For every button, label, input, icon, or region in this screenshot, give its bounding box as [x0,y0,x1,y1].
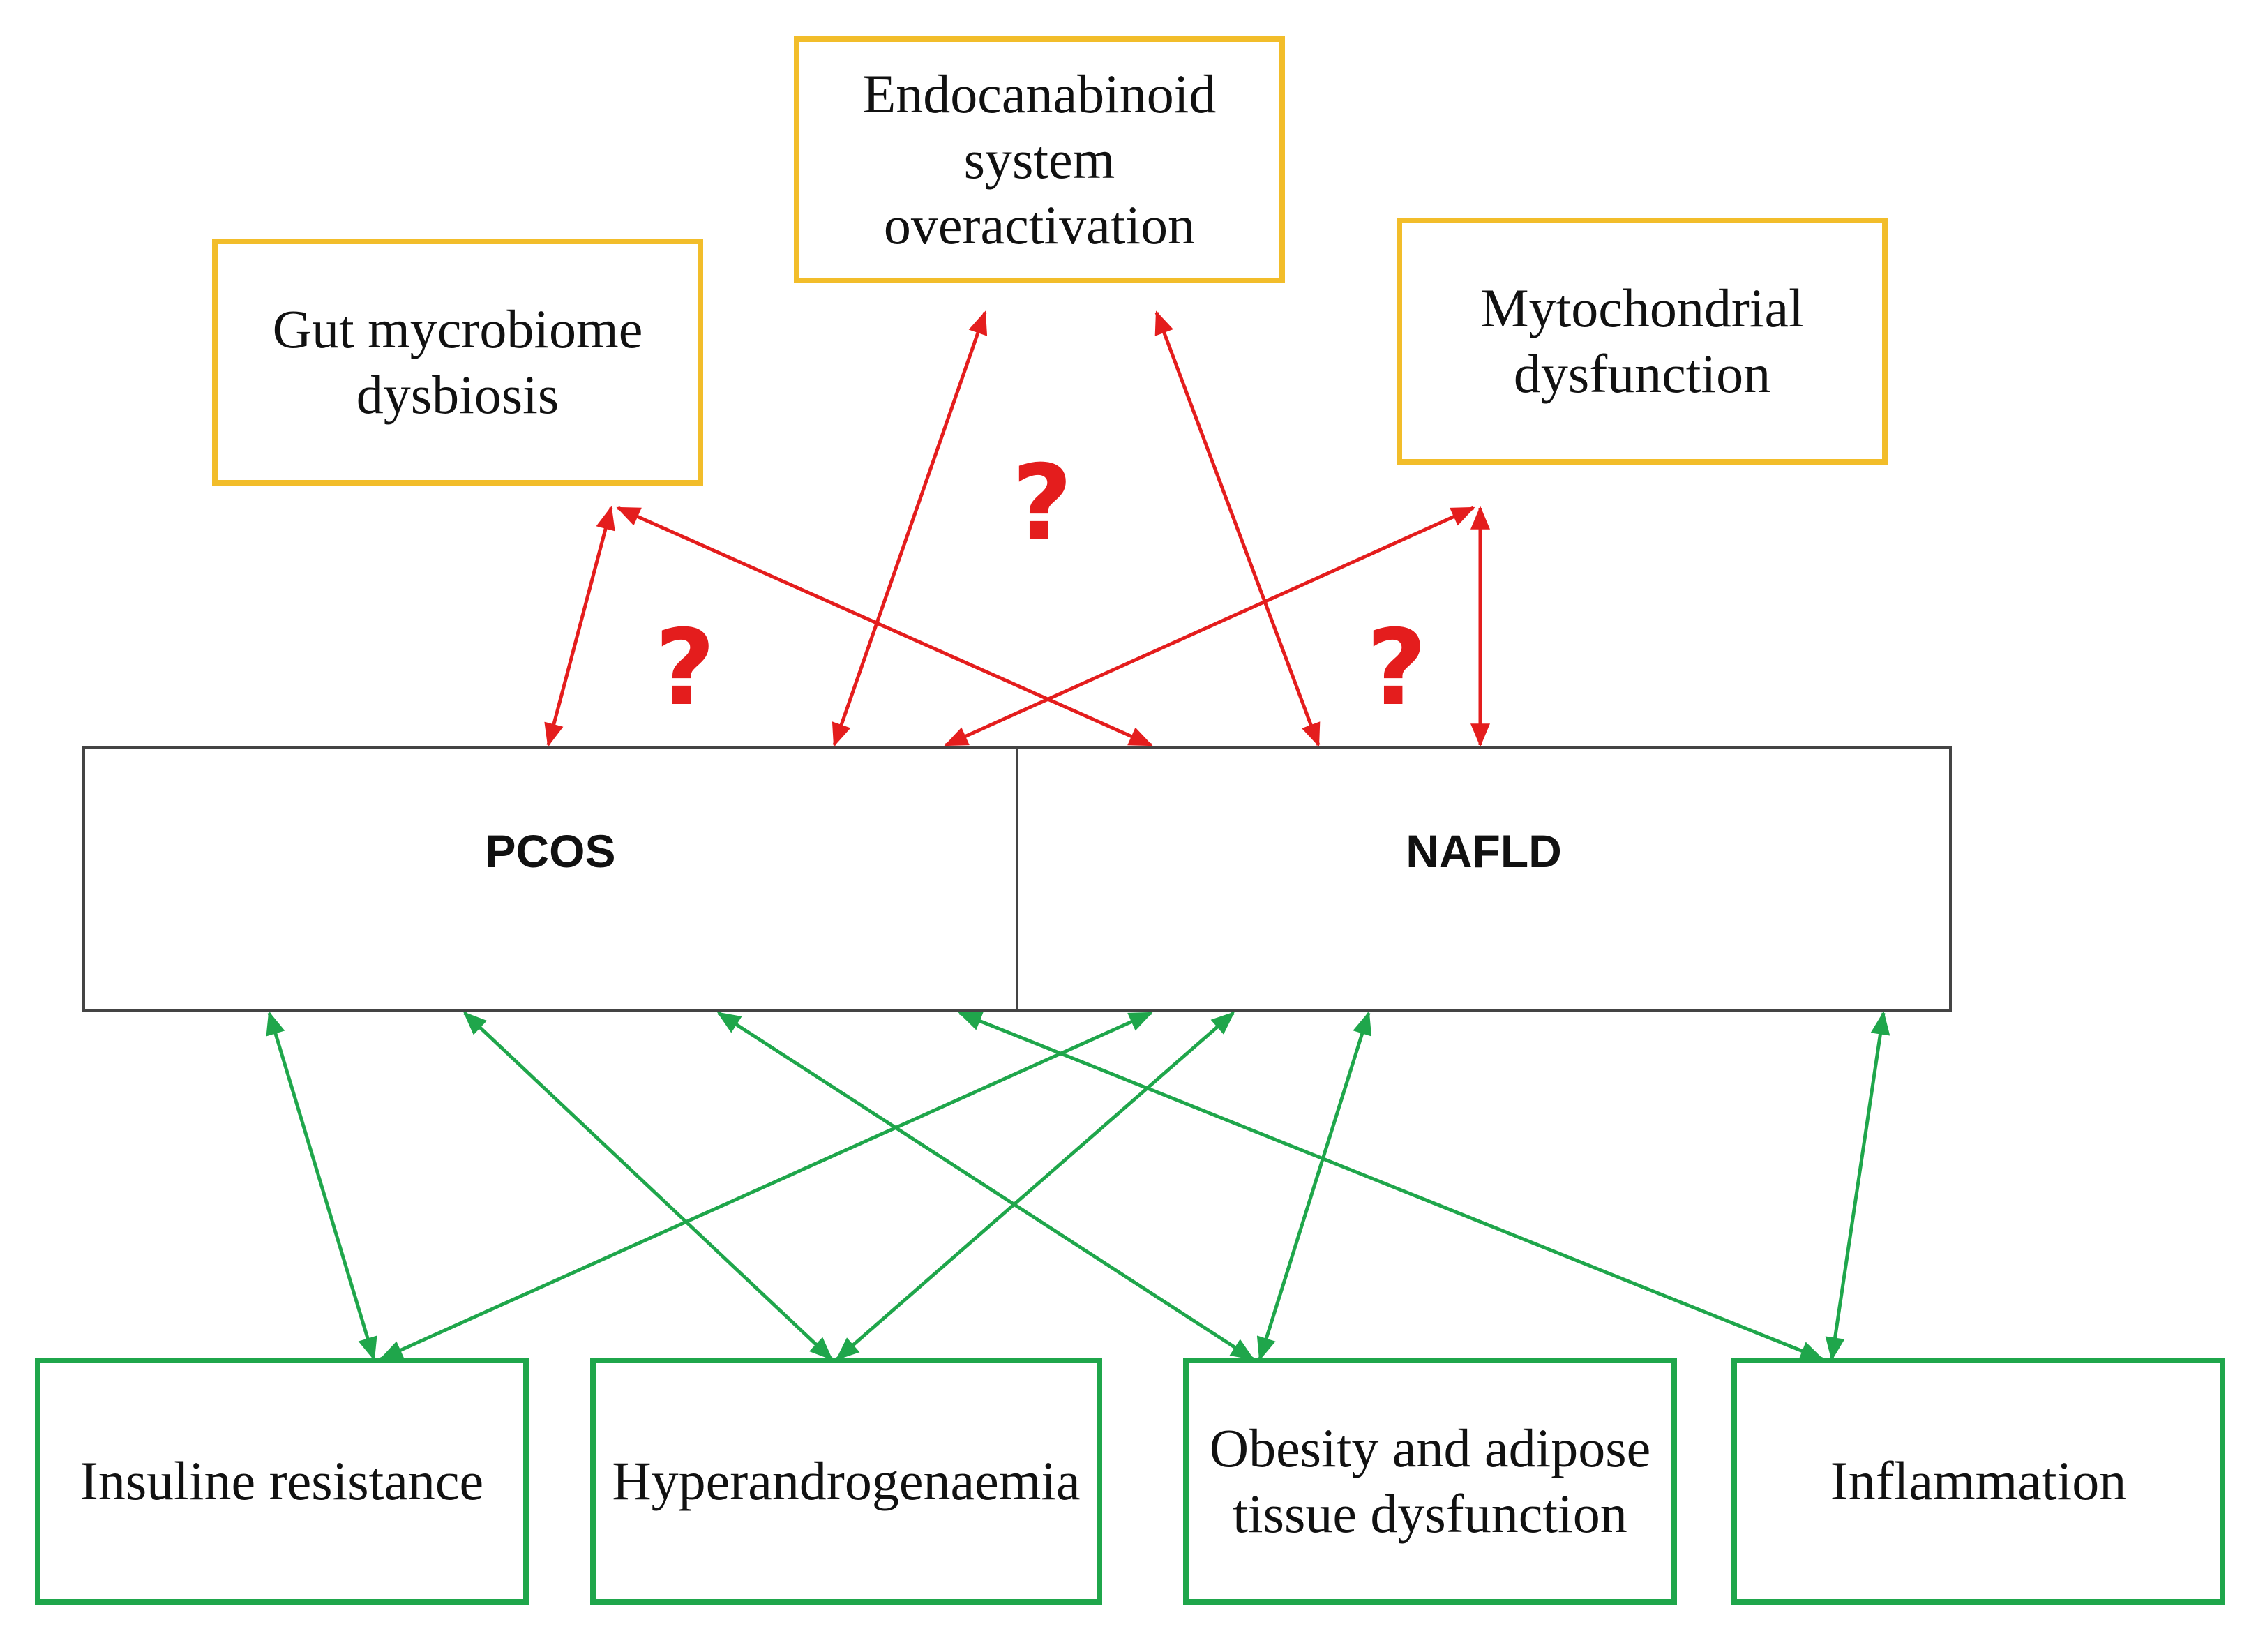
box-nafld: NAFLD [1016,746,1952,1012]
link-pcos-hyperandro [462,1012,834,1360]
label-mitochondrial: Mytochondrial dysfunction [1480,278,1804,404]
box-gut-microbiome: Gut mycrobiome dysbiosis [212,239,703,486]
label-nafld: NAFLD [1406,825,1562,877]
link-nafld-obesity [1256,1011,1372,1361]
question-mark-endocannabinoid: ? [1011,443,1073,564]
label-pcos: PCOS [485,825,616,877]
link-pcos-inflammation [958,1011,1824,1361]
label-insulin-resistance: Insuline resistance [80,1450,484,1511]
link-nafld-hyperandro [835,1012,1235,1360]
link-endocannabinoid-pcos [832,310,988,747]
question-mark-mito: ? [1366,608,1427,729]
box-mitochondrial: Mytochondrial dysfunction [1397,218,1888,465]
link-nafld-inflammation [1825,1011,1890,1361]
label-inflammation: Inflammation [1830,1450,2127,1511]
box-hyperandrogenaemia: Hyperandrogenaemia [590,1358,1102,1605]
box-obesity: Obesity and adipose tissue dysfunction [1183,1358,1677,1605]
box-inflammation: Inflammation [1731,1358,2225,1605]
box-insulin-resistance: Insuline resistance [35,1358,529,1605]
link-gut-pcos [544,506,615,747]
link-mito-pcos [944,506,1475,747]
question-mark-gut: ? [654,608,716,729]
box-pcos: PCOS [82,746,1018,1012]
link-pcos-insulin [266,1011,377,1361]
box-endocannabinoid: Endocanabinoid system overactivation [794,36,1285,283]
label-obesity: Obesity and adipose tissue dysfunction [1209,1418,1651,1544]
label-endocannabinoid: Endocanabinoid system overactivation [862,63,1217,255]
label-gut-microbiome: Gut mycrobiome dysbiosis [272,299,643,425]
label-hyperandrogenaemia: Hyperandrogenaemia [612,1450,1081,1511]
link-endocannabinoid-nafld [1154,310,1321,747]
